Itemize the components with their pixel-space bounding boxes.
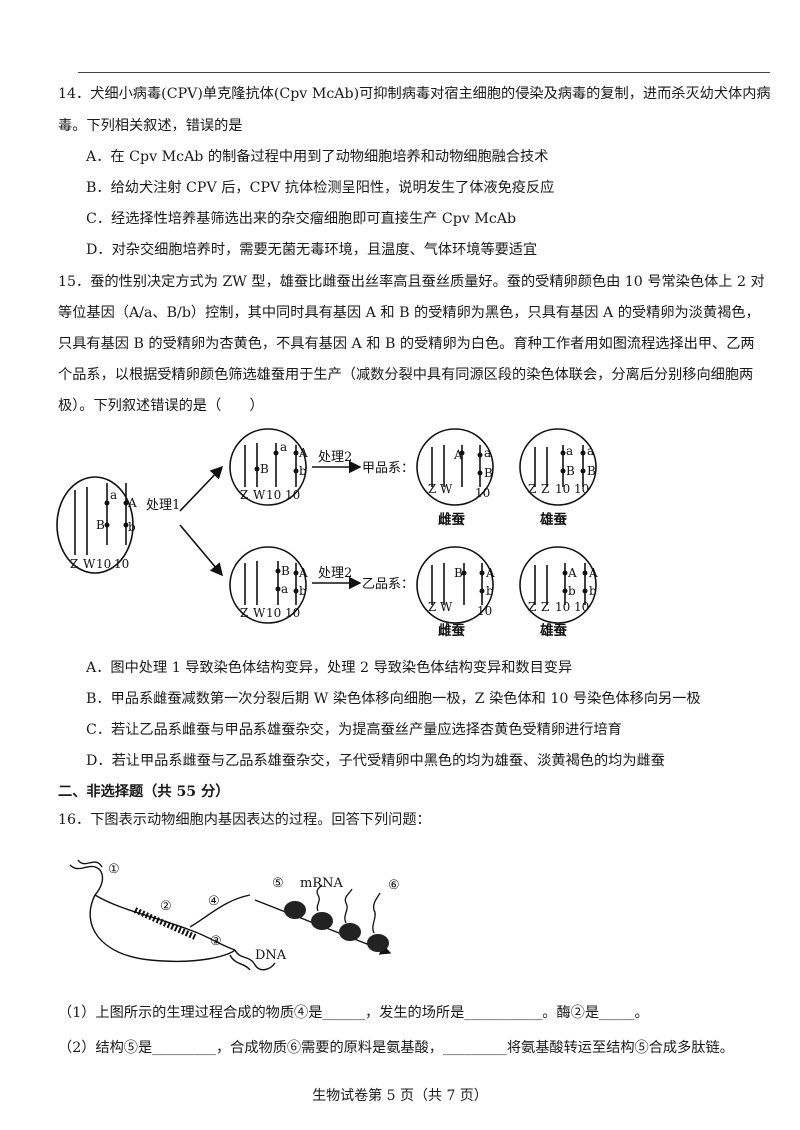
label-6: ⑥ (388, 878, 400, 893)
q15-option-d: D．若让甲品系雌蚕与乙品系雄蚕杂交，子代受精卵中黑色的均为雄蚕、淡黄褐色的均为雌… (86, 753, 665, 769)
q15-stem-line1: 15．蚕的性别决定方式为 ZW 型，雄蚕比雌蚕出丝率高且蚕丝质量好。蚕的受精卵颜… (58, 274, 765, 290)
gene-label: A (485, 566, 495, 580)
chrom-label: Z (528, 600, 536, 614)
label-1: ① (108, 862, 120, 877)
gene-label: b (299, 464, 307, 478)
chrom-label: 10 (285, 606, 300, 620)
gene-label: a (110, 488, 117, 502)
chrom-label: Z (428, 600, 436, 614)
chrom-label: W (83, 557, 96, 571)
q16-sub1: （1）上图所示的生理过程合成的物质④是______，发生的场所是________… (58, 1005, 649, 1021)
chrom-label: 10 (475, 486, 490, 500)
gene-label: B (96, 518, 105, 532)
chrom-label: Z (528, 482, 536, 496)
q15-chromosome-diagram: a A B b a A B b B A a b A a B a a B B B … (56, 428, 598, 639)
chrom-label: 10 (574, 482, 589, 496)
q14-stem-line1: 14．犬细小病毒(CPV)单克隆抗体(Cpv McAb)可抑制病毒对宿主细胞的侵… (58, 86, 771, 102)
gene-label: B (484, 466, 493, 480)
gene-label: b (568, 584, 576, 598)
chrom-label: 10 (266, 606, 281, 620)
chrom-label: W (253, 488, 266, 502)
gene-label: b (486, 584, 494, 598)
female-caption: 雌蚕 (438, 622, 465, 639)
chrom-label: 10 (114, 557, 129, 571)
treatment-1-label: 处理1 (146, 498, 180, 513)
chrom-label: Z (240, 488, 248, 502)
label-3: ③ (210, 934, 222, 949)
chrom-label: 10 (285, 488, 300, 502)
chrom-label: 10 (555, 482, 570, 496)
q15-option-a: A．图中处理 1 导致染色体结构变异，处理 2 导致染色体结构变异和数目变异 (86, 660, 573, 676)
strain-jia-label: 甲品系： (362, 461, 414, 476)
label-5: ⑤ (272, 876, 284, 891)
q16-sub2: （2）结构⑤是_________，合成物质⑥需要的原料是氨基酸，________… (58, 1040, 734, 1056)
gene-label: a (281, 582, 288, 596)
gene-label: b (128, 520, 136, 534)
gene-label: A (127, 496, 137, 510)
label-2: ② (160, 899, 172, 914)
chrom-label: 10 (574, 600, 589, 614)
treatment-2-label: 处理2 (318, 450, 352, 465)
q15-stem-line3: 只具有基因 B 的受精卵为杏黄色，不具有基因 A 和 B 的受精卵为白色。育种工… (58, 336, 755, 352)
female-caption: 雌蚕 (438, 511, 465, 528)
q14-option-b: B．给幼犬注射 CPV 后，CPV 抗体检测呈阳性，说明发生了体液免疫反应 (86, 180, 555, 196)
treatment-2-label: 处理2 (318, 566, 352, 581)
gene-label: A (298, 446, 308, 460)
label-4: ④ (208, 894, 220, 909)
male-caption: 雄蚕 (539, 622, 568, 639)
strain-yi-label: 乙品系： (362, 577, 414, 592)
gene-label: a (587, 444, 594, 458)
chrom-label: Z (240, 606, 248, 620)
chrom-label: 10 (477, 604, 492, 618)
chrom-label: 10 (96, 557, 111, 571)
header-rule (78, 72, 770, 73)
gene-label: B (454, 566, 463, 580)
gene-label: A (567, 566, 577, 580)
section-heading: 二、非选择题（共 55 分） (58, 784, 230, 800)
gene-label: a (280, 440, 287, 454)
label-mrna: mRNA (300, 876, 343, 891)
chrom-label: 10 (266, 488, 281, 502)
chrom-label: Z (70, 557, 78, 571)
chrom-label: Z (541, 482, 549, 496)
q15-stem-line5: 极）。下列叙述错误的是（ ） (58, 398, 264, 414)
gene-label: B (260, 462, 269, 476)
chrom-label: 10 (555, 600, 570, 614)
chrom-label: W (440, 600, 453, 614)
q15-option-c: C．若让乙品系雌蚕与甲品系雄蚕杂交，为提高蚕丝产量应选择杏黄色受精卵进行培育 (86, 722, 622, 738)
q16-stem: 16．下图表示动物细胞内基因表达的过程。回答下列问题： (58, 812, 431, 828)
page-footer: 生物试卷第 5 页（共 7 页） (312, 1088, 488, 1104)
q14-option-d: D．对杂交细胞培养时，需要无菌无毒环境，且温度、气体环境等要适宜 (86, 242, 538, 258)
label-dna: DNA (255, 948, 287, 963)
gene-label: B (566, 464, 575, 478)
gene-label: B (281, 564, 290, 578)
q14-option-a: A．在 Cpv McAb 的制备过程中用到了动物细胞培养和动物细胞融合技术 (86, 149, 549, 165)
chrom-label: Z (428, 482, 436, 496)
chrom-label: W (440, 482, 453, 496)
chrom-label: W (253, 606, 266, 620)
chrom-label: Z (541, 600, 549, 614)
gene-label: b (589, 584, 597, 598)
gene-label: B (587, 464, 596, 478)
q15-option-b: B．甲品系雌蚕减数第一次分裂后期 W 染色体移向细胞一极，Z 染色体和 10 号… (86, 691, 701, 707)
male-caption: 雄蚕 (539, 511, 568, 528)
gene-label: a (566, 444, 573, 458)
gene-label: A (298, 566, 308, 580)
gene-label: A (588, 566, 598, 580)
gene-label: A (453, 448, 463, 462)
q14-option-c: C．经选择性培养基筛选出来的杂交瘤细胞即可直接生产 Cpv McAb (86, 211, 517, 227)
q15-stem-line4: 个品系，以根据受精卵颜色筛选雄蚕用于生产（减数分裂中具有同源区段的染色体联会，分… (58, 367, 754, 383)
q15-stem-line2: 等位基因（A/a、B/b）控制，其中同时具有基因 A 和 B 的受精卵为黑色，只… (58, 305, 760, 321)
q16-gene-expression-diagram: ① ② ③ ④ ⑤ mRNA ⑥ DNA (69, 859, 400, 971)
q14-stem-line2: 毒。下列相关叙述，错误的是 (58, 118, 243, 134)
gene-label: a (484, 446, 491, 460)
gene-label: b (299, 584, 307, 598)
